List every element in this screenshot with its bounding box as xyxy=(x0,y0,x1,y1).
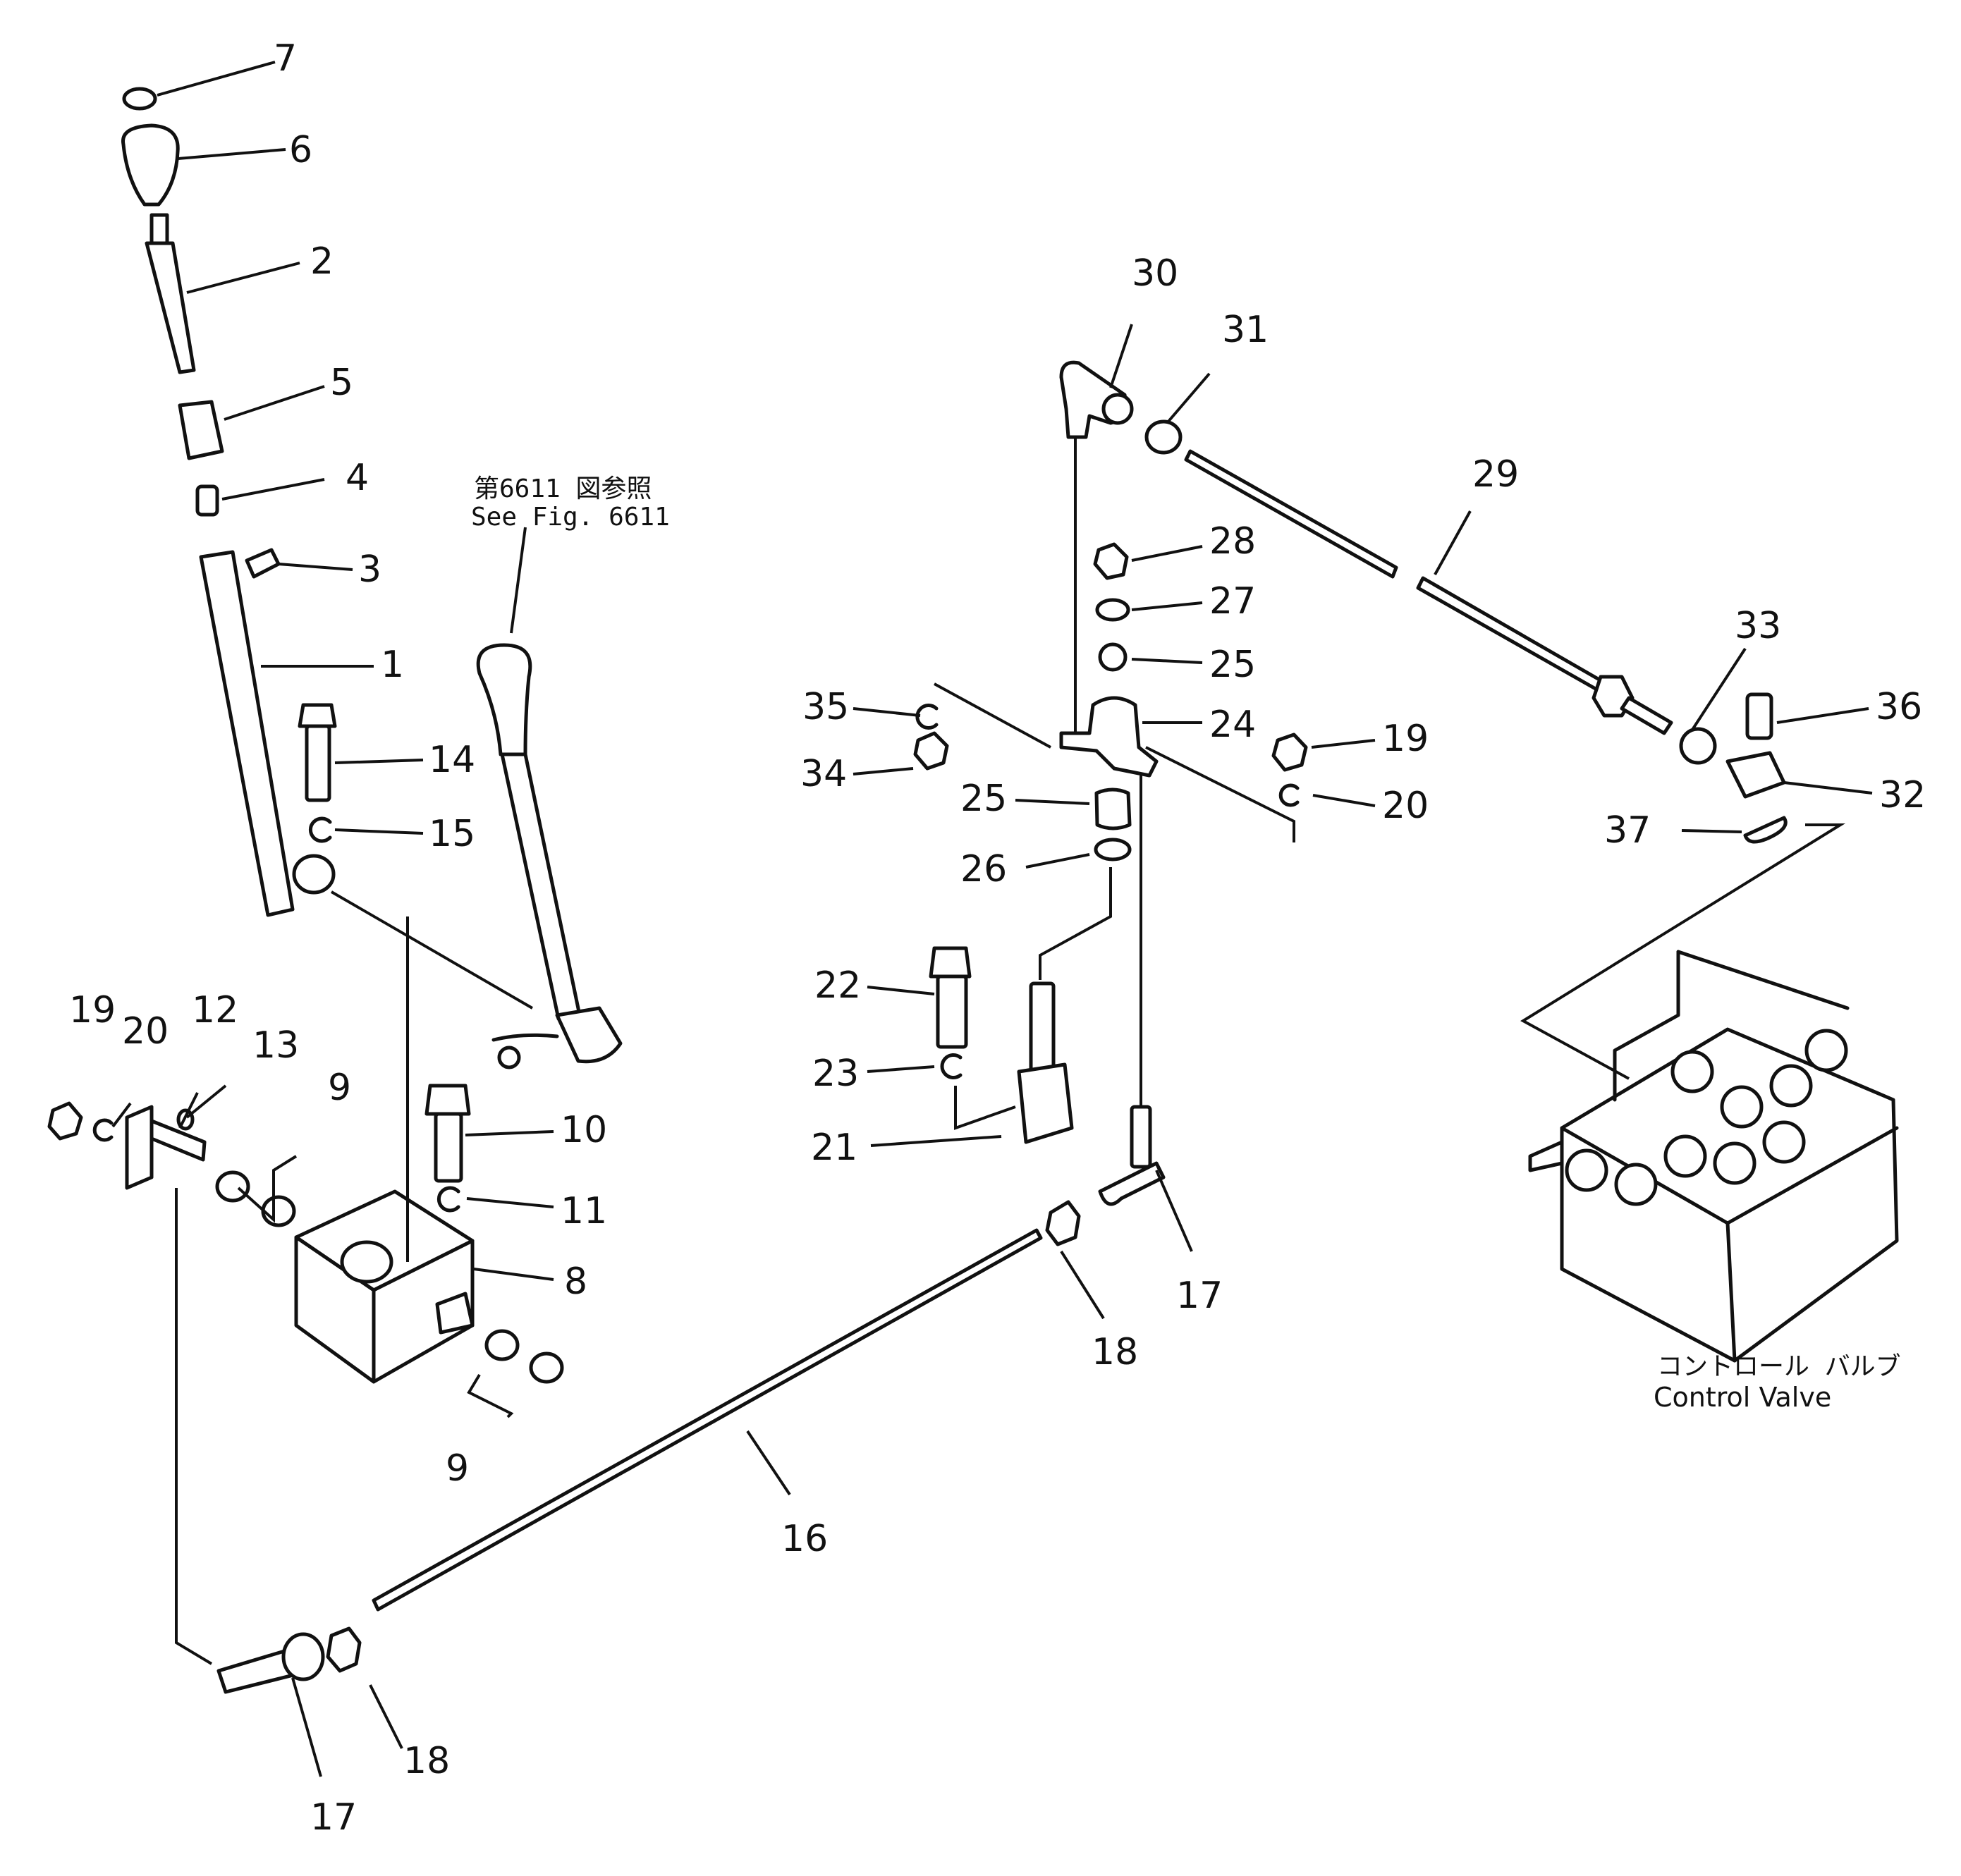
left-pivot-parts xyxy=(47,1101,207,1190)
callout-32: 32 xyxy=(1879,774,1926,816)
control-valve-japanese: コントロール バルブ xyxy=(1657,1352,1901,1381)
callout-16: 16 xyxy=(781,1518,828,1560)
part-29-rod xyxy=(1184,449,1846,1080)
callout-35: 35 xyxy=(802,686,849,728)
callout-10: 10 xyxy=(561,1109,607,1151)
callout-34: 34 xyxy=(800,753,847,795)
callout-7: 7 xyxy=(274,37,297,80)
callout-8: 8 xyxy=(564,1261,587,1303)
leader-lines xyxy=(111,61,1873,1777)
callout-5: 5 xyxy=(330,362,353,404)
callout-29: 29 xyxy=(1472,453,1519,496)
lever-assembly xyxy=(121,87,336,917)
callout-27: 27 xyxy=(1209,580,1256,623)
control-valve-drawing xyxy=(1528,950,1899,1363)
callout-20-right: 20 xyxy=(1382,785,1429,827)
callout-21: 21 xyxy=(811,1127,857,1169)
callout-numbers: 7 6 2 5 4 3 1 14 15 10 11 8 9 9 19 20 12… xyxy=(69,37,1926,1839)
bolt-14-assembly xyxy=(298,703,337,843)
callout-18-right: 18 xyxy=(1092,1331,1138,1373)
callout-23: 23 xyxy=(812,1053,859,1095)
part-16-rod xyxy=(216,1105,1166,1694)
part-1-eye xyxy=(292,854,336,895)
callout-17-left: 17 xyxy=(310,1796,357,1839)
reference-lever xyxy=(476,643,623,1069)
callout-37: 37 xyxy=(1604,809,1651,852)
part-8-bracket-box xyxy=(294,1189,475,1384)
callout-19-left: 19 xyxy=(69,989,116,1031)
part-6-knob xyxy=(121,123,180,207)
callout-17-right: 17 xyxy=(1176,1275,1223,1317)
part-7-cap xyxy=(122,87,157,111)
callout-14: 14 xyxy=(429,739,475,781)
bolt-10-assembly xyxy=(424,1084,471,1213)
callout-15: 15 xyxy=(429,813,475,855)
callout-26: 26 xyxy=(960,848,1007,890)
callout-2: 2 xyxy=(310,240,334,283)
callout-12: 12 xyxy=(192,989,238,1031)
callout-31: 31 xyxy=(1222,309,1269,351)
callout-6: 6 xyxy=(289,129,312,171)
callout-25-upper: 25 xyxy=(1209,644,1256,686)
callout-20-left: 20 xyxy=(122,1010,169,1053)
part-3-pin xyxy=(245,548,281,579)
callout-13: 13 xyxy=(252,1024,299,1067)
control-valve-english: Control Valve xyxy=(1654,1382,1831,1413)
part-1-lever xyxy=(199,550,295,917)
callout-28: 28 xyxy=(1209,520,1256,563)
callout-3: 3 xyxy=(358,548,381,591)
callout-25-lower: 25 xyxy=(960,778,1007,820)
assembly-lines-left xyxy=(175,890,534,1665)
reference-note-japanese: 第6611 図参照 xyxy=(474,474,652,503)
callout-9-lower: 9 xyxy=(446,1447,469,1490)
center-assembly xyxy=(913,360,1308,1144)
callout-9-upper: 9 xyxy=(328,1067,351,1109)
callout-30: 30 xyxy=(1132,252,1178,295)
reference-note-english: See Fig. 6611 xyxy=(471,503,670,532)
control-valve-caption: コントロール バルブ Control Valve xyxy=(1654,1352,1901,1413)
callout-36: 36 xyxy=(1876,686,1922,728)
callout-24: 24 xyxy=(1209,704,1256,746)
callout-11: 11 xyxy=(561,1190,607,1232)
callout-22: 22 xyxy=(814,964,861,1007)
reference-note: 第6611 図参照 See Fig. 6611 xyxy=(471,474,670,532)
callout-33: 33 xyxy=(1735,605,1781,647)
part-5-collar xyxy=(178,400,224,460)
callout-18-left: 18 xyxy=(403,1740,450,1782)
part-2-rod xyxy=(145,213,196,374)
part-4-screw xyxy=(195,484,219,517)
callout-4: 4 xyxy=(346,457,369,499)
callout-1: 1 xyxy=(381,644,404,686)
callout-19-right: 19 xyxy=(1382,718,1429,760)
